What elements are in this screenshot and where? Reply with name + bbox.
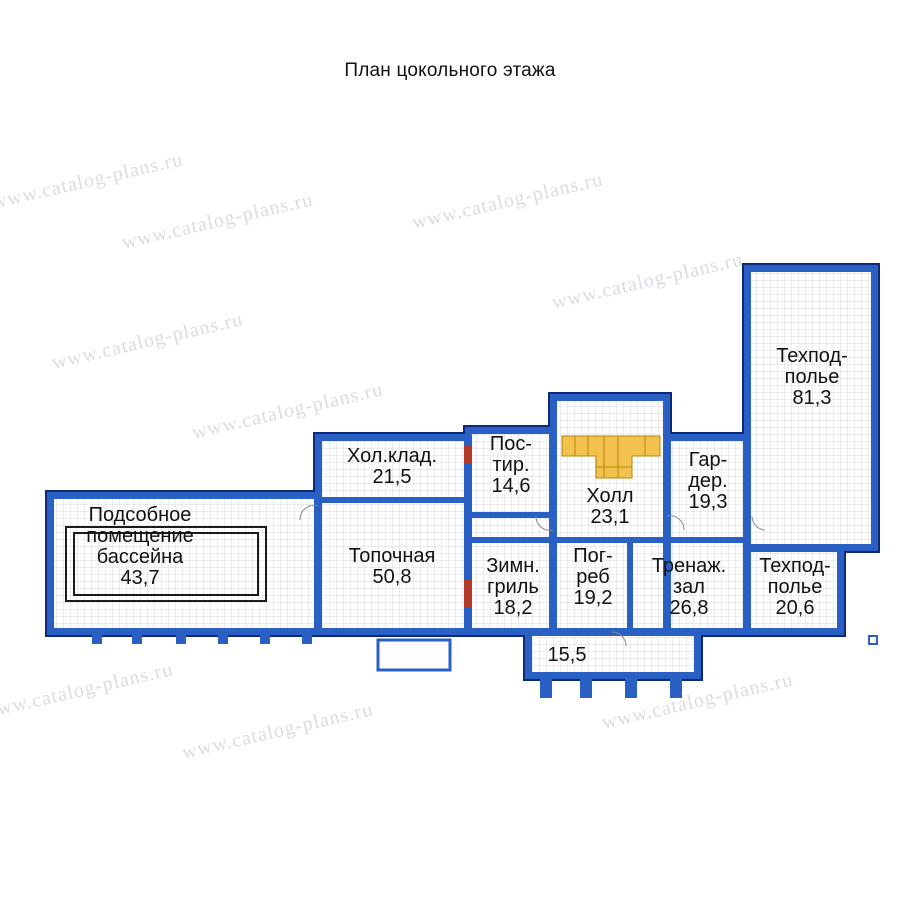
dressing-block-outline (663, 433, 751, 636)
room-label-boiler: Топочная 50,8 (322, 546, 462, 588)
room-area: 23,1 (590, 506, 630, 528)
room-name: Зимн. гриль (486, 555, 540, 598)
boiler-block-outline (314, 433, 472, 636)
room-area: 26,8 (669, 597, 709, 619)
room-name: Холл (586, 485, 634, 507)
tech-big-outline (743, 264, 879, 552)
room-area: 20,6 (775, 597, 815, 619)
room-label-tech-big: Техпод- полье 81,3 (752, 346, 872, 409)
room-label-dressing: Гар- дер. 19,3 (670, 450, 746, 513)
room-label-cold-storage: Хол.клад. 21,5 (322, 446, 462, 488)
room-area: 81,3 (792, 387, 832, 409)
room-area: 19,2 (573, 587, 613, 609)
room-name: Пос- тир. (489, 433, 533, 476)
plan-title: План цокольного этажа (344, 60, 556, 81)
room-area: 50,8 (372, 566, 412, 588)
room-area: 21,5 (372, 466, 412, 488)
room-label-hall: Холл 23,1 (556, 486, 664, 528)
room-name: Пог- реб (573, 545, 613, 588)
room-label-tech-small: Техпод- полье 20,6 (748, 556, 842, 619)
room-name: Хол.клад. (346, 445, 438, 467)
terrace-outline (524, 628, 702, 680)
walls (46, 264, 879, 680)
room-label-cellar: Пог- реб 19,2 (556, 546, 630, 609)
room-name: Тренаж. зал (651, 555, 727, 598)
room-area: 15,5 (547, 644, 587, 666)
room-name: Топочная (348, 545, 436, 567)
room-label-laundry: Пос- тир. 14,6 (472, 434, 550, 497)
room-label-terrace: 15,5 (532, 645, 602, 666)
room-name: Техпод- полье (776, 345, 848, 388)
room-label-gym: Тренаж. зал 26,8 (632, 556, 746, 619)
room-name: Гар- дер. (688, 449, 728, 492)
staircase (561, 435, 661, 479)
room-area: 19,3 (688, 491, 728, 513)
room-label-grill: Зимн. гриль 18,2 (474, 556, 552, 619)
room-label-pool: Подсобное помещение бассейна 43,7 (60, 505, 220, 589)
room-name: Подсобное помещение бассейна (86, 504, 194, 568)
room-name: Техпод- полье (759, 555, 831, 598)
foundation-piers (92, 632, 682, 698)
room-area: 43,7 (120, 567, 160, 589)
room-area: 18,2 (493, 597, 533, 619)
room-area: 14,6 (491, 475, 531, 497)
